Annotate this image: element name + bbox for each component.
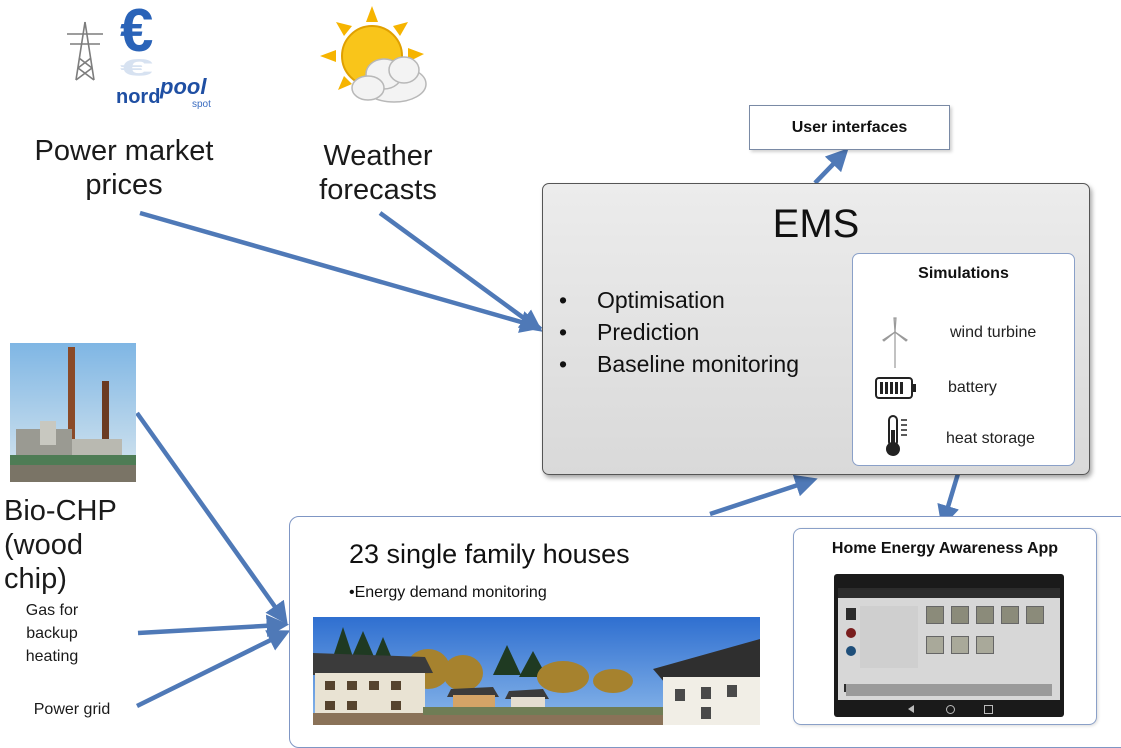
arrow-ems-to-app	[937, 466, 963, 528]
nav-recents-icon	[984, 705, 993, 714]
arrow-weather-to-ems	[378, 211, 543, 332]
ems-function-item: •Prediction	[559, 319, 700, 345]
sim-item-label: battery	[948, 379, 997, 396]
arrow-chp-to-houses	[135, 411, 288, 625]
houses-title: 23 single family houses	[349, 539, 630, 569]
ems-function-list: •Optimisation •Prediction •Baseline moni…	[557, 284, 799, 380]
tablet-screen	[838, 588, 1060, 700]
device-tile	[951, 636, 969, 654]
sim-item-label: heat storage	[946, 430, 1035, 447]
power-grid-label: Power grid	[33, 701, 111, 718]
nav-home-icon	[946, 705, 955, 714]
ems-function-item: •Optimisation	[559, 287, 725, 313]
arrow-grid-to-houses	[136, 630, 291, 709]
euro-icon: € €	[120, 0, 154, 81]
ems-function-item: •Baseline monitoring	[559, 351, 800, 377]
battery-icon	[875, 377, 916, 399]
power-pylon-icon	[67, 21, 103, 81]
ems-title: EMS	[772, 202, 860, 246]
power-market-label: Power market prices	[34, 135, 214, 201]
app-title: Home Energy Awareness App	[831, 540, 1059, 557]
device-tile	[1026, 606, 1044, 624]
svg-text:pool: pool	[159, 74, 207, 99]
tablet-screenshot	[834, 574, 1064, 717]
bio-chp-plant-photo	[10, 343, 136, 482]
power-icon	[846, 628, 856, 638]
bio-chp-label: Bio-CHP (wood chip)	[4, 495, 117, 595]
arrow-ems-to-ui	[813, 148, 849, 185]
simulations-box: Simulations wind turbine battery	[852, 253, 1075, 466]
svg-text:nord: nord	[116, 86, 160, 108]
globe-icon	[846, 646, 856, 656]
device-tile	[1001, 606, 1019, 624]
houses-bullet: •Energy demand monitoring	[349, 584, 547, 601]
weather-label: Weather forecasts	[319, 140, 437, 206]
user-interfaces-label: User interfaces	[791, 118, 908, 136]
houses-photo	[313, 617, 760, 725]
device-tile	[951, 606, 969, 624]
gas-label: Gas for backup heating	[25, 602, 79, 665]
device-tile	[976, 606, 994, 624]
user-interfaces-box: User interfaces	[749, 105, 950, 150]
simulations-title: Simulations	[918, 265, 1009, 282]
usage-summary-panel	[860, 606, 918, 668]
device-tile	[926, 606, 944, 624]
calculator-icon	[846, 608, 856, 620]
wind-turbine-icon	[882, 317, 908, 368]
device-tile	[976, 636, 994, 654]
sun-cloud-icon	[320, 6, 427, 103]
svg-text:spot: spot	[192, 99, 211, 110]
tablet-footer-bar	[846, 684, 1052, 696]
nordpool-logo: nord pool spot	[116, 74, 211, 110]
nav-back-icon	[908, 705, 914, 713]
device-tile	[926, 636, 944, 654]
thermometer-icon	[886, 415, 907, 456]
arrow-gas-to-houses	[137, 614, 290, 638]
arrow-market-to-ems	[139, 210, 543, 333]
arrow-houses-to-ems	[709, 474, 818, 517]
tablet-app-bar	[838, 588, 1060, 598]
sim-item-label: wind turbine	[950, 324, 1037, 341]
